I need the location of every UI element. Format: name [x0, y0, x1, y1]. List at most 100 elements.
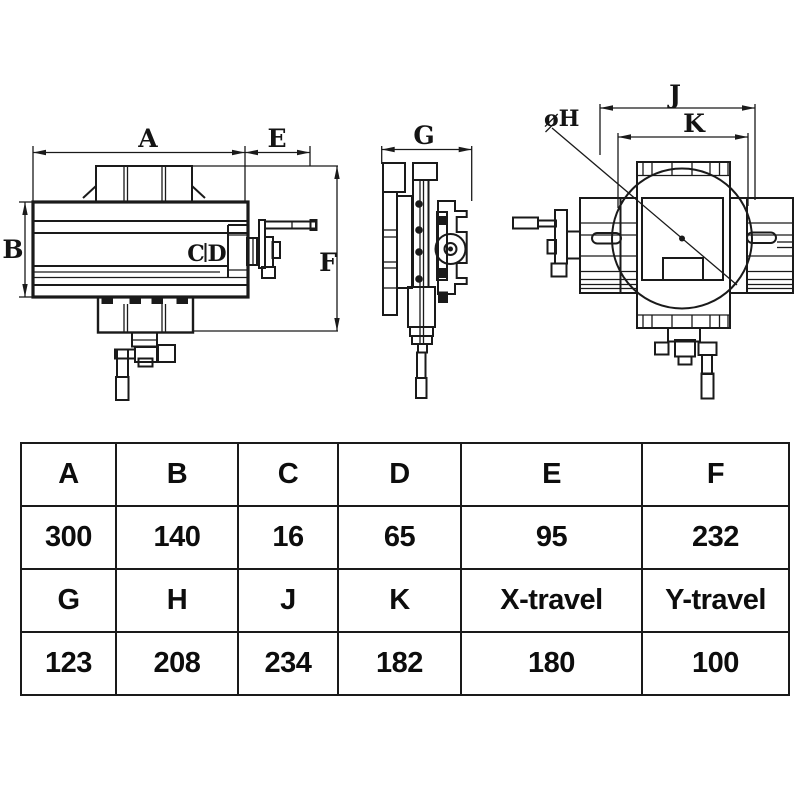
drawing-line-segment — [742, 105, 755, 111]
drawing-line-segment — [729, 197, 794, 294]
drawing-line-segment — [438, 216, 446, 225]
drawing-line-segment — [382, 162, 406, 193]
bolt-hole-dot — [415, 275, 423, 283]
drawing-line-segment — [636, 161, 731, 329]
drawing-line-segment — [437, 200, 468, 295]
drawing-line-segment — [382, 191, 398, 316]
drawing-line-segment — [579, 197, 638, 294]
dim-value-cell: 16 — [237, 505, 339, 570]
table-row-letters-1: A B C D E F — [20, 442, 790, 507]
y-axis-crank-handle — [114, 344, 176, 401]
drawing-line-segment — [82, 185, 97, 199]
drawing-line-segment — [246, 237, 258, 266]
bolt-hole-dot — [415, 226, 423, 234]
dim-label-e: E — [267, 124, 286, 153]
drawing-line-segment — [697, 341, 718, 356]
x-axis-crank-handle — [246, 219, 318, 279]
drawing-line-segment — [271, 241, 281, 259]
dim-label-c: C — [187, 241, 205, 267]
dim-value-cell: 65 — [337, 505, 462, 570]
drawing-line-segment — [334, 318, 340, 331]
top-view-drawing: J K øH — [512, 80, 794, 400]
drawing-line-segment — [618, 134, 631, 140]
drawing-line-segment — [396, 195, 413, 289]
drawing-line-segment — [191, 185, 206, 199]
dim-label-a: A — [137, 124, 158, 153]
dim-label-f: F — [319, 248, 337, 277]
dim-value-cell: 123 — [20, 631, 117, 696]
front-table-body: C D — [31, 200, 250, 299]
dim-value-cell: 300 — [20, 505, 117, 570]
drawing-line-segment — [412, 179, 430, 288]
drawing-line-segment — [546, 239, 557, 255]
drawing-line-segment — [662, 257, 704, 281]
drawing-line-segment — [261, 266, 276, 279]
drawing-line-segment — [407, 286, 436, 328]
dim-label-d: D — [207, 241, 226, 267]
drawing-line-segment — [700, 372, 715, 400]
clamp-slot — [746, 231, 777, 244]
dim-value-cell: 234 — [237, 631, 339, 696]
side-lower-crank — [409, 326, 434, 399]
table-row-values-1: 300 140 16 65 95 232 — [20, 505, 790, 570]
drawing-line-segment — [438, 291, 448, 303]
dim-value-cell: 100 — [641, 631, 790, 696]
dim-label-g: G — [413, 121, 434, 150]
drawing-line-segment — [22, 284, 28, 297]
dim-label-cell: D — [337, 442, 462, 507]
dim-value-cell: 232 — [641, 505, 790, 570]
dimension-b: B — [2, 201, 34, 298]
drawing-line-segment — [412, 162, 438, 181]
dim-label-cell: F — [641, 442, 790, 507]
center-pivot-dot — [679, 235, 685, 242]
dim-label-cell: G — [20, 568, 117, 633]
top-table-square — [641, 197, 724, 281]
drawing-line-segment — [409, 326, 434, 337]
drawing-line-segment — [735, 134, 748, 140]
dim-label-b: B — [2, 235, 23, 264]
dim-label-cell: K — [337, 568, 462, 633]
bolt-hole-dot — [415, 200, 423, 208]
dim-value-cell: 140 — [115, 505, 239, 570]
dimension-g: G — [381, 121, 473, 201]
drawing-line-segment — [95, 165, 193, 203]
drawing-line-segment — [438, 268, 446, 278]
drawing-line-segment — [545, 122, 556, 133]
dimension-h-diagonal: øH — [544, 106, 738, 286]
dimension-k: K — [617, 109, 749, 208]
drawing-line-segment — [458, 146, 472, 153]
table-row-values-2: 123 208 234 182 180 100 — [20, 631, 790, 696]
drawing-line-segment — [550, 262, 568, 278]
dim-label-cell: B — [115, 442, 239, 507]
drawing-line-segment — [551, 127, 738, 286]
drawing-line-segment — [415, 377, 428, 399]
dim-label-cell: A — [20, 442, 117, 507]
front-saddle-base — [96, 295, 195, 348]
drawing-line-segment — [417, 343, 428, 354]
drawing-line-segment — [157, 344, 176, 363]
swivel-base-circle — [611, 167, 753, 310]
dim-label-j: J — [667, 80, 681, 109]
dim-label-cell: H — [115, 568, 239, 633]
drawing-line-segment — [537, 219, 557, 228]
drawing-line-segment — [436, 211, 448, 281]
drawing-line-segment — [297, 149, 310, 156]
drawing-line-segment — [245, 149, 258, 156]
drawing-line-segment — [448, 246, 453, 252]
drawing-line-segment — [512, 216, 539, 230]
drawing-line-segment — [264, 220, 317, 230]
dim-value-cell: 95 — [460, 505, 643, 570]
top-left-clamp-band — [579, 197, 638, 294]
drawing-line-segment — [381, 146, 395, 153]
top-body — [636, 161, 731, 329]
drawing-line-segment — [416, 351, 427, 379]
drawing-line-segment — [309, 219, 318, 231]
front-tenon-block — [82, 165, 206, 203]
drawing-line-segment — [667, 327, 701, 343]
dim-label-cell: Y-travel — [641, 568, 790, 633]
drawing-line-segment — [566, 230, 581, 260]
technical-drawing: A E B F — [2, 80, 794, 401]
front-view-drawing: A E B F — [2, 124, 340, 401]
drawing-line-segment — [232, 149, 245, 156]
